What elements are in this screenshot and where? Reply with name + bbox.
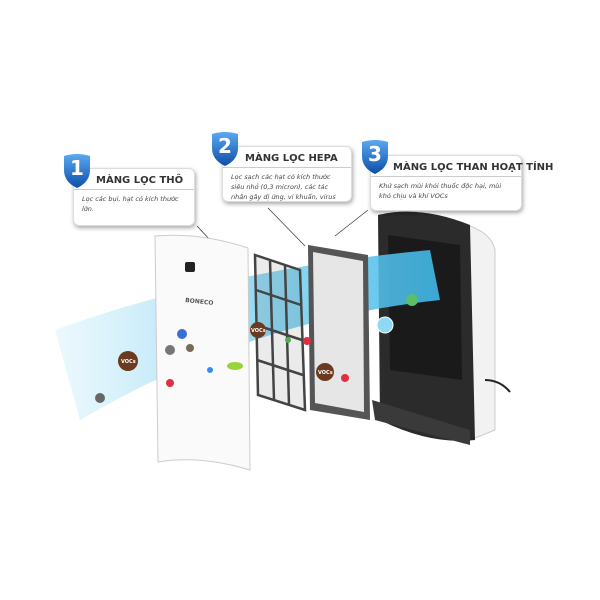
callout-title: MÀNG LỌC HEPA <box>223 147 351 168</box>
callout-description: Khử sạch mùi khói thuốc độc hại, mùi khó… <box>379 182 502 200</box>
connector-line-2 <box>267 207 306 247</box>
shield-number-icon: 2 <box>210 130 240 166</box>
callout-description: Lọc sạch các hạt có kích thước siêu nhỏ … <box>231 173 336 201</box>
pre-filter-panel: BONECO <box>154 234 251 471</box>
connector-line-3 <box>334 209 369 237</box>
callout-hepa-filter: MÀNG LỌC HEPA Lọc sạch các hạt có kích t… <box>222 146 352 202</box>
shield-number-icon: 1 <box>62 152 92 188</box>
shield-number-icon: 3 <box>360 138 390 174</box>
hepa-filter <box>308 245 370 420</box>
particles: VOCs VOCs VOCs <box>95 294 418 403</box>
callout-coarse-filter: MÀNG LỌC THÔ Lọc các bụi, hạt có kích th… <box>73 168 195 226</box>
callout-title: MÀNG LỌC THAN HOẠT TÍNH <box>371 156 553 177</box>
vocs-label-3: VOCs <box>318 370 333 376</box>
callout-description: Lọc các bụi, hạt có kích thước lớn. <box>82 195 179 213</box>
mesh-filter <box>253 253 307 412</box>
vocs-label-2: VOCs <box>251 328 266 334</box>
callout-carbon-filter: MÀNG LỌC THAN HOẠT TÍNH Khử sạch mùi khó… <box>370 155 553 211</box>
vocs-label-1: VOCs <box>121 359 136 365</box>
callout-number: 3 <box>368 142 382 166</box>
callout-number: 2 <box>218 134 232 158</box>
svg-text:BONECO: BONECO <box>185 297 214 307</box>
callout-number: 1 <box>70 156 84 180</box>
callout-title: MÀNG LỌC THÔ <box>74 169 194 190</box>
